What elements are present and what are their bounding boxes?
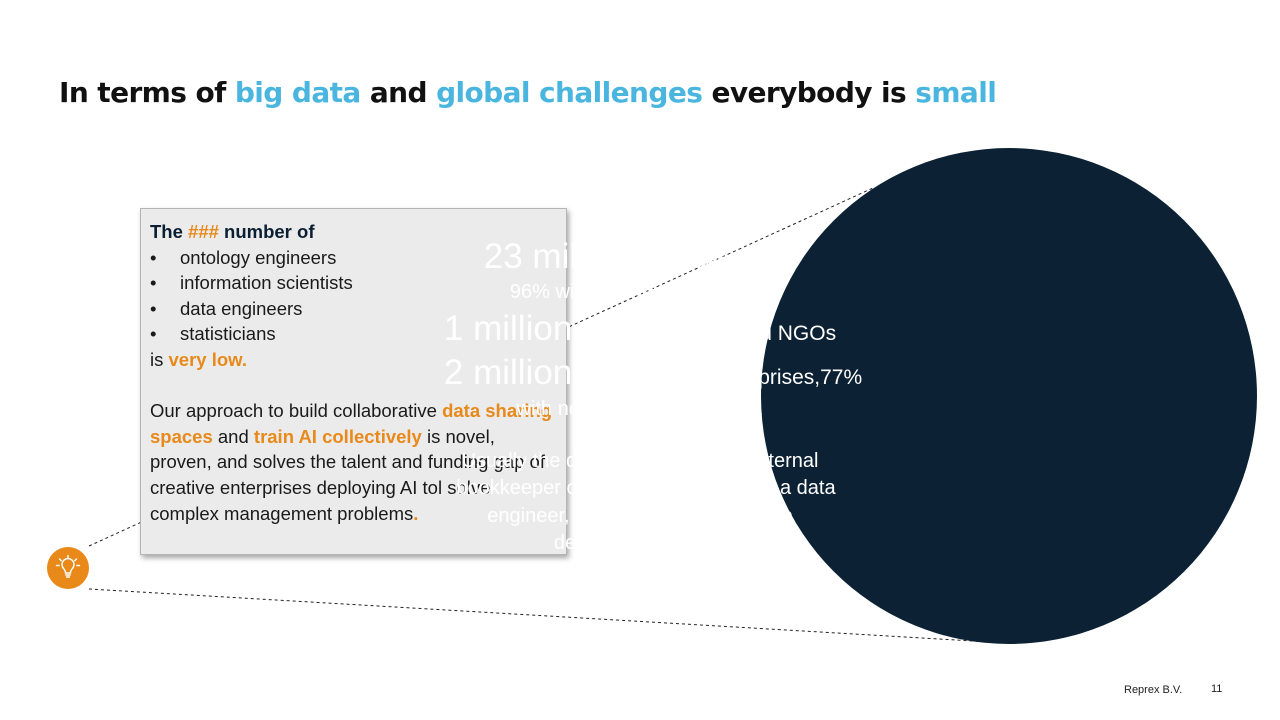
lightbulb-icon bbox=[47, 547, 89, 589]
conclusion-pre: is bbox=[150, 348, 169, 370]
page-number: 11 bbox=[1211, 683, 1223, 695]
role-list-item: • information scientists bbox=[150, 270, 558, 296]
title-text-3: everybody is bbox=[702, 76, 916, 109]
title-highlight-small: small bbox=[915, 76, 997, 109]
stat-sme-count: 23 million European SMEs, bbox=[0, 239, 1280, 274]
role-list-item: • ontology engineers bbox=[150, 245, 558, 271]
bullet-icon: • bbox=[150, 246, 157, 268]
stat-sme-label: European SMEs, bbox=[631, 250, 797, 273]
title-text-2: and bbox=[360, 76, 437, 109]
stat-creative-label: enterprises,77% bbox=[704, 366, 863, 389]
title-highlight-global-challenges: global challenges bbox=[436, 76, 703, 109]
callout-heading-pre: The bbox=[150, 221, 189, 242]
circle-paragraph-line: bookkeeper or accountant, let alone a da… bbox=[456, 477, 836, 499]
callout-conclusion: is very low. bbox=[150, 347, 558, 373]
role-list-item: • statisticians bbox=[150, 321, 558, 347]
role-label: data engineers bbox=[180, 297, 303, 319]
bullet-icon: • bbox=[150, 272, 157, 294]
approach-paragraph: Our approach to build collaborative data… bbox=[150, 398, 558, 526]
callout-heading-post: number of bbox=[218, 221, 315, 242]
footer-company: Reprex B.V. bbox=[1124, 684, 1183, 696]
connector-line-bottom bbox=[88, 588, 991, 643]
stat-sme-number: 23 million bbox=[483, 237, 632, 276]
approach-end-period: . bbox=[413, 502, 419, 524]
stat-sme-detail: 96% with less then 10 people bbox=[509, 281, 771, 303]
role-label: statisticians bbox=[180, 323, 276, 345]
role-label: information scientists bbox=[180, 272, 353, 294]
title-text-1: In terms of bbox=[59, 76, 235, 109]
stat-social-enterprise: 1 million social enterprise and NGOs bbox=[0, 311, 1280, 346]
circle-paragraph-line: deploy AI solutions. bbox=[553, 532, 727, 554]
role-list-item: • data engineers bbox=[150, 296, 558, 322]
talent-gap-callout: The ### number of •ontology engineers •i… bbox=[140, 208, 567, 555]
stat-creative-detail: with no more than 2 people. bbox=[516, 398, 764, 420]
approach-highlight-train-ai: train AI collectively bbox=[253, 425, 422, 447]
approach-text-3: is novel, proven, and solves the talent … bbox=[150, 425, 545, 524]
callout-heading-highlight: ### bbox=[188, 221, 219, 242]
bullet-icon: • bbox=[150, 323, 157, 345]
stat-social-number: 1 million bbox=[443, 309, 573, 348]
circle-paragraph-line: engineer, data curator, or any IT to bbox=[487, 505, 793, 527]
stat-creative-enterprise: 2 million creative enterprises,77% bbox=[13, 355, 1280, 390]
approach-highlight-data-sharing: data sharing spaces bbox=[150, 400, 553, 447]
statistics-circle bbox=[761, 148, 1257, 644]
stat-creative-number: 2 million creative bbox=[443, 353, 705, 392]
circle-paragraph-line: Usually the do not even have an internal bbox=[461, 450, 819, 472]
role-list: • ontology engineers • information scienti… bbox=[150, 245, 558, 347]
title-highlight-big-data: big data bbox=[234, 76, 361, 109]
approach-text-2: and bbox=[212, 425, 254, 447]
bullet-icon: • bbox=[150, 297, 157, 319]
stat-social-label: social enterprise and NGOs bbox=[572, 322, 837, 345]
conclusion-highlight: very low. bbox=[168, 348, 248, 370]
callout-heading: The ### number of bbox=[150, 219, 558, 245]
slide-title: In terms of big data and global challeng… bbox=[59, 76, 997, 109]
approach-text-1: Our approach to build collaborative bbox=[150, 400, 443, 422]
role-label: ontology engineers bbox=[180, 246, 337, 268]
